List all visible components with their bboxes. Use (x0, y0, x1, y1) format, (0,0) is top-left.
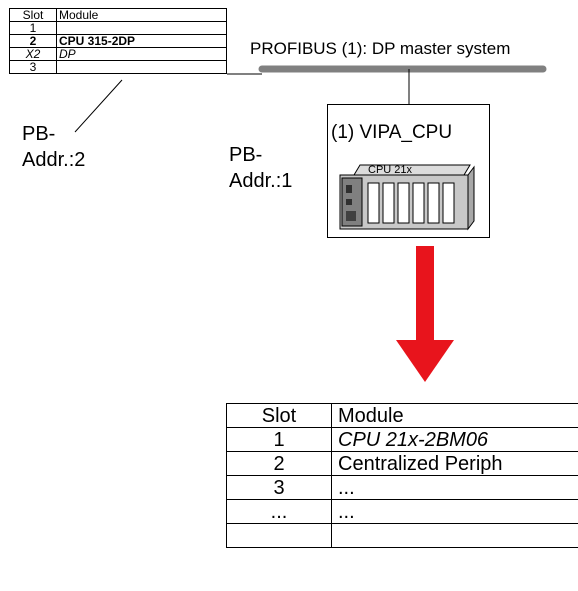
device-label: CPU 21x (368, 164, 413, 176)
slot-cell (226, 523, 332, 548)
table-row: 2 Centralized Periph (226, 451, 578, 476)
module-cell: CPU 21x-2BM06 (331, 427, 578, 452)
down-arrow-icon (396, 246, 454, 382)
big-table-header: Slot Module (226, 403, 578, 428)
pb-addr-master: PB- Addr.:2 (22, 121, 85, 173)
module-cell: ... (331, 475, 578, 500)
header-slot: Slot (9, 8, 57, 22)
header-module: Module (56, 8, 227, 22)
small-table-header: Slot Module (9, 8, 227, 22)
table-row: 3 ... (226, 475, 578, 500)
header-slot: Slot (226, 403, 332, 428)
slave-title: (1) VIPA_CPU (331, 122, 453, 143)
table-row: 2 CPU 315-2DP (9, 34, 227, 48)
table-row: ... ... (226, 499, 578, 524)
table-row: X2 DP (9, 47, 227, 61)
slave-station-box[interactable]: (1) VIPA_CPU CPU 21x (327, 104, 490, 238)
module-cell (56, 21, 227, 35)
pb-addr-slave-line1: PB- (229, 144, 263, 166)
pb-addr-master-line1: PB- (22, 123, 56, 145)
pb-addr-slave-line2: Addr.:1 (229, 170, 293, 192)
slot-cell: 3 (9, 60, 57, 74)
table-row: 3 (9, 60, 227, 74)
slot-cell: 1 (9, 21, 57, 35)
module-cell: Centralized Periph (331, 451, 578, 476)
bus-label: PROFIBUS (1): DP master system (250, 39, 511, 58)
module-cell: DP (56, 47, 227, 61)
pb-addr-master-line2: Addr.:2 (22, 149, 86, 171)
pb-addr-pointer (74, 79, 123, 133)
slot-cell: ... (226, 499, 332, 524)
slot-cell: 2 (226, 451, 332, 476)
slot-cell: 1 (226, 427, 332, 452)
small-slot-table: Slot Module 1 2 CPU 315-2DP X2 DP 3 (9, 8, 227, 74)
header-module: Module (331, 403, 578, 428)
table-row: 1 (9, 21, 227, 35)
big-slot-table: Slot Module 1 CPU 21x-2BM06 2 Centralize… (226, 403, 578, 548)
slot-cell: X2 (9, 47, 57, 61)
table-row: 1 CPU 21x-2BM06 (226, 427, 578, 452)
slot-cell: 3 (226, 475, 332, 500)
module-cell: ... (331, 499, 578, 524)
table-row (226, 523, 578, 548)
slot-cell: 2 (9, 34, 57, 48)
module-cell: CPU 315-2DP (56, 34, 227, 48)
pb-addr-slave: PB- Addr.:1 (229, 142, 292, 194)
module-cell (331, 523, 578, 548)
module-cell (56, 60, 227, 74)
cpu-device-icon (339, 164, 475, 231)
